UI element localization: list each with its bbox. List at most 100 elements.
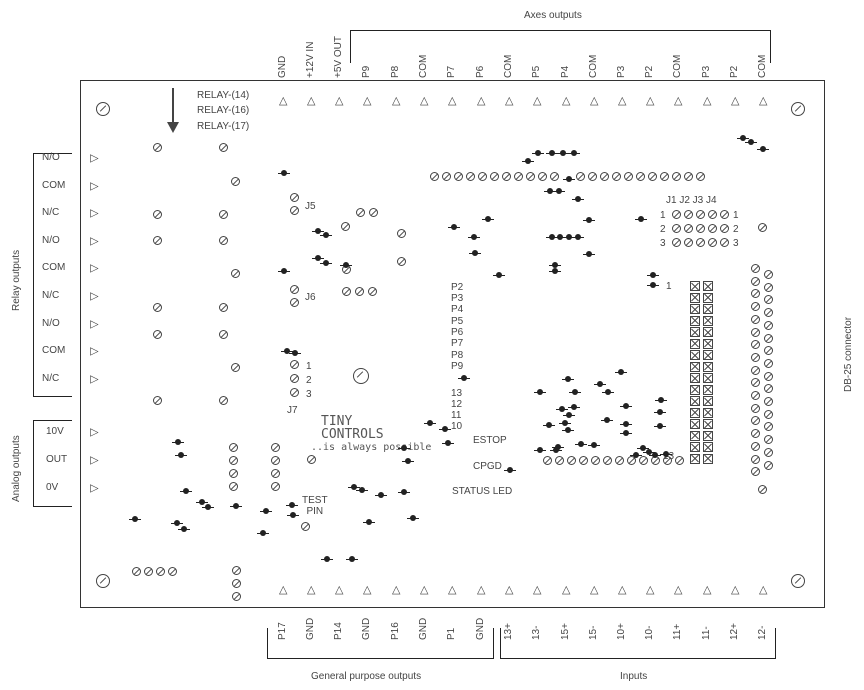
pad-icon — [751, 289, 760, 299]
pad-icon — [764, 346, 773, 356]
top-label: P2 — [729, 65, 740, 78]
component-dot-icon — [572, 234, 584, 240]
terminal-icon: △ — [674, 95, 683, 107]
j-row-2-left: 2 — [660, 224, 666, 235]
terminal-icon: △ — [646, 95, 655, 107]
component-dot-icon — [493, 272, 505, 278]
pin-one-label: 1 — [666, 281, 672, 292]
terminal-icon: △ — [590, 95, 599, 107]
top-label: P7 — [446, 65, 457, 78]
port-label: 10 — [451, 421, 463, 432]
terminal-icon: △ — [88, 375, 101, 384]
pad-icon — [229, 443, 238, 452]
top-label: P3 — [701, 65, 712, 78]
x-pad-icon — [690, 292, 700, 303]
pad-icon — [579, 456, 588, 465]
terminal-icon: △ — [562, 584, 571, 596]
analog-label: 10V — [46, 426, 64, 437]
relay-label: COM — [42, 180, 66, 191]
component-dot-icon — [630, 452, 642, 458]
component-dot-icon — [569, 389, 581, 395]
x-pad-icon — [703, 407, 713, 418]
pad-icon — [696, 210, 705, 219]
component-dot-icon — [583, 251, 595, 257]
pad-icon — [764, 358, 773, 368]
component-dot-icon — [615, 369, 627, 375]
gpo-title: General purpose outputs — [311, 671, 422, 682]
top-label: COM — [588, 54, 599, 78]
j-row-3-left: 3 — [660, 238, 666, 249]
component-dot-icon — [202, 504, 214, 510]
pad-icon — [219, 396, 228, 405]
terminal-icon: △ — [88, 237, 101, 246]
top-label: P2 — [644, 65, 655, 78]
pad-icon — [720, 224, 729, 233]
jumper-j6-label: J6 — [305, 292, 316, 303]
pad-icon — [672, 238, 681, 247]
terminal-icon: △ — [88, 347, 101, 356]
relay-note-17: RELAY-(17) — [197, 121, 250, 132]
top-label: COM — [757, 54, 768, 78]
pad-icon — [675, 456, 684, 465]
terminal-icon: △ — [590, 584, 599, 596]
top-label: GND — [277, 55, 288, 78]
component-dot-icon — [346, 556, 358, 562]
pad-icon — [708, 224, 717, 233]
relay-label: N/C — [42, 207, 60, 218]
component-dot-icon — [398, 445, 410, 451]
pad-icon — [232, 579, 241, 588]
pad-icon — [153, 303, 162, 312]
pad-icon — [153, 396, 162, 405]
x-pad-icon — [690, 396, 700, 406]
terminal-icon: △ — [363, 95, 372, 107]
pad-icon — [153, 210, 162, 219]
x-pad-icon — [703, 292, 713, 303]
pad-icon — [576, 172, 585, 181]
component-dot-icon — [172, 439, 184, 445]
component-dot-icon — [552, 444, 564, 450]
analog-label: OUT — [46, 454, 68, 465]
x-pad-icon — [690, 419, 700, 429]
terminal-icon: △ — [703, 95, 712, 107]
pad-icon — [538, 172, 547, 181]
pad-icon — [290, 374, 299, 383]
pad-icon — [271, 482, 280, 491]
terminal-icon: △ — [335, 95, 344, 107]
jumper-j7-label: J7 — [287, 405, 298, 416]
component-dot-icon — [320, 232, 332, 238]
terminal-icon: △ — [88, 292, 101, 301]
x-pad-icon — [690, 442, 700, 452]
pad-icon — [271, 456, 280, 465]
pad-icon — [751, 416, 760, 426]
x-pad-icon — [703, 384, 713, 395]
analog-outputs-bracket — [33, 420, 72, 507]
terminal-icon: △ — [448, 584, 457, 596]
port-label: P5 — [451, 316, 464, 327]
component-dot-icon — [594, 381, 606, 387]
pad-icon — [290, 360, 299, 369]
pad-icon — [764, 308, 773, 318]
relay-note-16: RELAY-(16) — [197, 105, 250, 116]
component-dot-icon — [340, 262, 352, 268]
terminal-icon: △ — [420, 584, 429, 596]
x-pad-icon — [703, 442, 713, 452]
pad-icon — [764, 384, 773, 394]
component-dot-icon — [363, 519, 375, 525]
terminal-icon: △ — [88, 456, 101, 465]
component-dot-icon — [356, 487, 368, 493]
pad-icon — [696, 238, 705, 247]
pad-icon — [368, 287, 377, 296]
terminal-icon: △ — [477, 95, 486, 107]
inputs-bracket — [500, 628, 776, 659]
component-dot-icon — [482, 216, 494, 222]
component-dot-icon — [649, 452, 661, 458]
pad-icon — [232, 592, 241, 601]
pad-icon — [684, 172, 693, 181]
terminal-icon: △ — [307, 95, 316, 107]
terminal-icon: △ — [307, 584, 316, 596]
component-dot-icon — [286, 502, 298, 508]
pad-icon — [764, 270, 773, 279]
x-pad-icon — [703, 350, 713, 360]
terminal-icon: △ — [448, 95, 457, 107]
x-pad-icon — [690, 304, 700, 314]
